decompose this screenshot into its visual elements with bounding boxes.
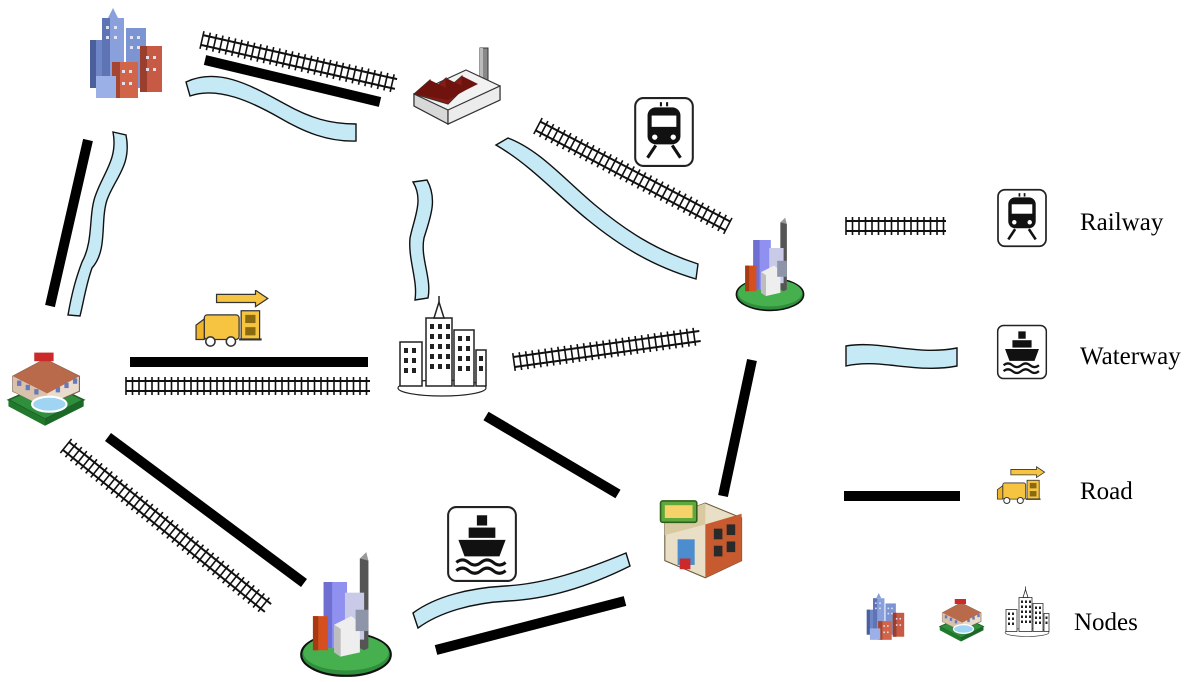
- waterway-city-to-station: [67, 131, 128, 317]
- city-skyline-icon: [866, 593, 905, 640]
- ship-icon: [996, 324, 1048, 380]
- waterway-factory-to-city-right: [494, 137, 699, 280]
- office-building-icon: [397, 296, 487, 397]
- road-city-bottom-to-shop: [434, 596, 627, 655]
- legend-railway-track: [845, 217, 946, 235]
- road-links: [45, 55, 757, 655]
- road-office-to-shop: [483, 411, 621, 499]
- train-icon: [996, 188, 1048, 248]
- station-icon: [7, 351, 85, 427]
- railway-links: [59, 31, 733, 613]
- factory-icon: [413, 47, 501, 125]
- office-building-icon: [1004, 586, 1050, 637]
- station-icon: [939, 598, 985, 643]
- truck-icon: [195, 290, 269, 348]
- tower-city-icon: [300, 551, 392, 677]
- truck-icon: [996, 466, 1046, 505]
- legend-waterway-symbol: [845, 343, 958, 369]
- waterway-links: [67, 75, 699, 630]
- ship-icon: [446, 505, 518, 583]
- railway-station-to-office: [125, 377, 370, 395]
- railway-office-to-city-right: [511, 327, 701, 372]
- railway-station-to-city-bottom: [59, 438, 272, 613]
- railway-city-to-factory: [199, 31, 398, 93]
- legend-label-road: Road: [1080, 478, 1133, 505]
- legend-label-railway: Railway: [1080, 209, 1164, 236]
- waterway-factory-to-office: [409, 179, 434, 301]
- legend-railway-symbol: [845, 217, 946, 235]
- road-city-to-station: [45, 138, 93, 308]
- legend-label-nodes: Nodes: [1074, 609, 1138, 636]
- waterway-city-to-factory: [185, 75, 357, 142]
- waterway-city-bottom-to-shop: [412, 552, 631, 630]
- tower-city-icon: [735, 216, 805, 312]
- railway-factory-to-city-right: [533, 117, 733, 235]
- city-skyline-icon: [90, 8, 162, 98]
- legend: [844, 188, 1050, 643]
- shop-icon: [659, 500, 743, 579]
- train-icon: [633, 96, 695, 168]
- road-city-right-to-shop: [718, 358, 757, 498]
- legend-label-waterway: Waterway: [1080, 343, 1181, 370]
- road-station-to-city-bottom: [105, 432, 307, 588]
- road-city-to-factory: [203, 55, 382, 107]
